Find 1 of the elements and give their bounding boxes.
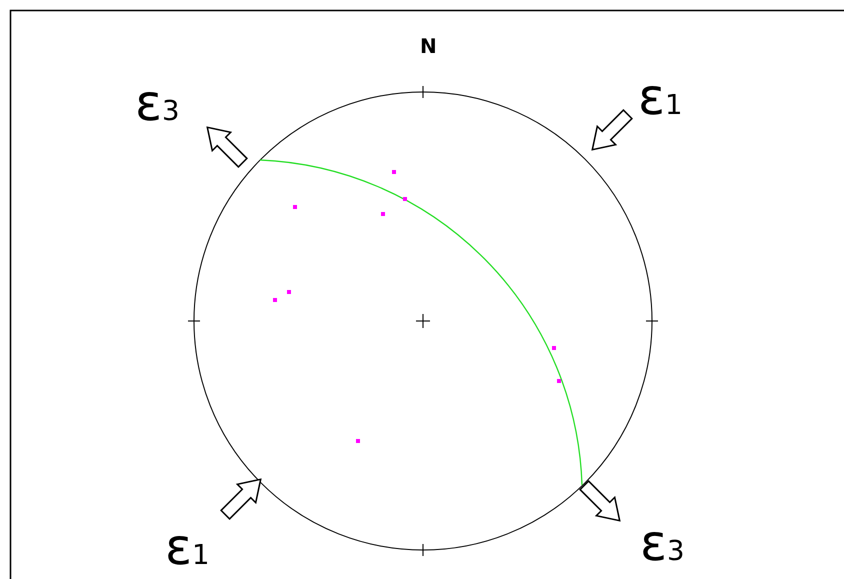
north-label: N — [420, 36, 437, 56]
